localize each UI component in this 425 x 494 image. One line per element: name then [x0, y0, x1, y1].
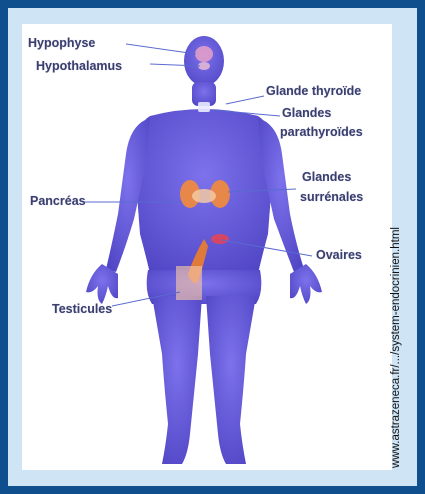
- label-glande-thyroide: Glande thyroïde: [266, 84, 361, 98]
- label-glandes-surrenales-line2: surrénales: [300, 190, 363, 204]
- label-glandes-parathyroides-line1: Glandes: [282, 106, 331, 120]
- label-hypophyse: Hypophyse: [28, 36, 95, 50]
- label-hypothalamus: Hypothalamus: [36, 59, 122, 73]
- label-glandes-surrenales-line1: Glandes: [302, 170, 351, 184]
- label-ovaires: Ovaires: [316, 248, 362, 262]
- source-credit: www.astrazeneca.fr/.../system-endocrinie…: [390, 227, 402, 468]
- label-testicules: Testicules: [52, 302, 112, 316]
- label-pancreas: Pancréas: [30, 194, 86, 208]
- label-glandes-parathyroides-line2: parathyroïdes: [280, 125, 363, 139]
- endocrine-figure: Hypophyse Hypothalamus Glande thyroïde G…: [22, 24, 392, 470]
